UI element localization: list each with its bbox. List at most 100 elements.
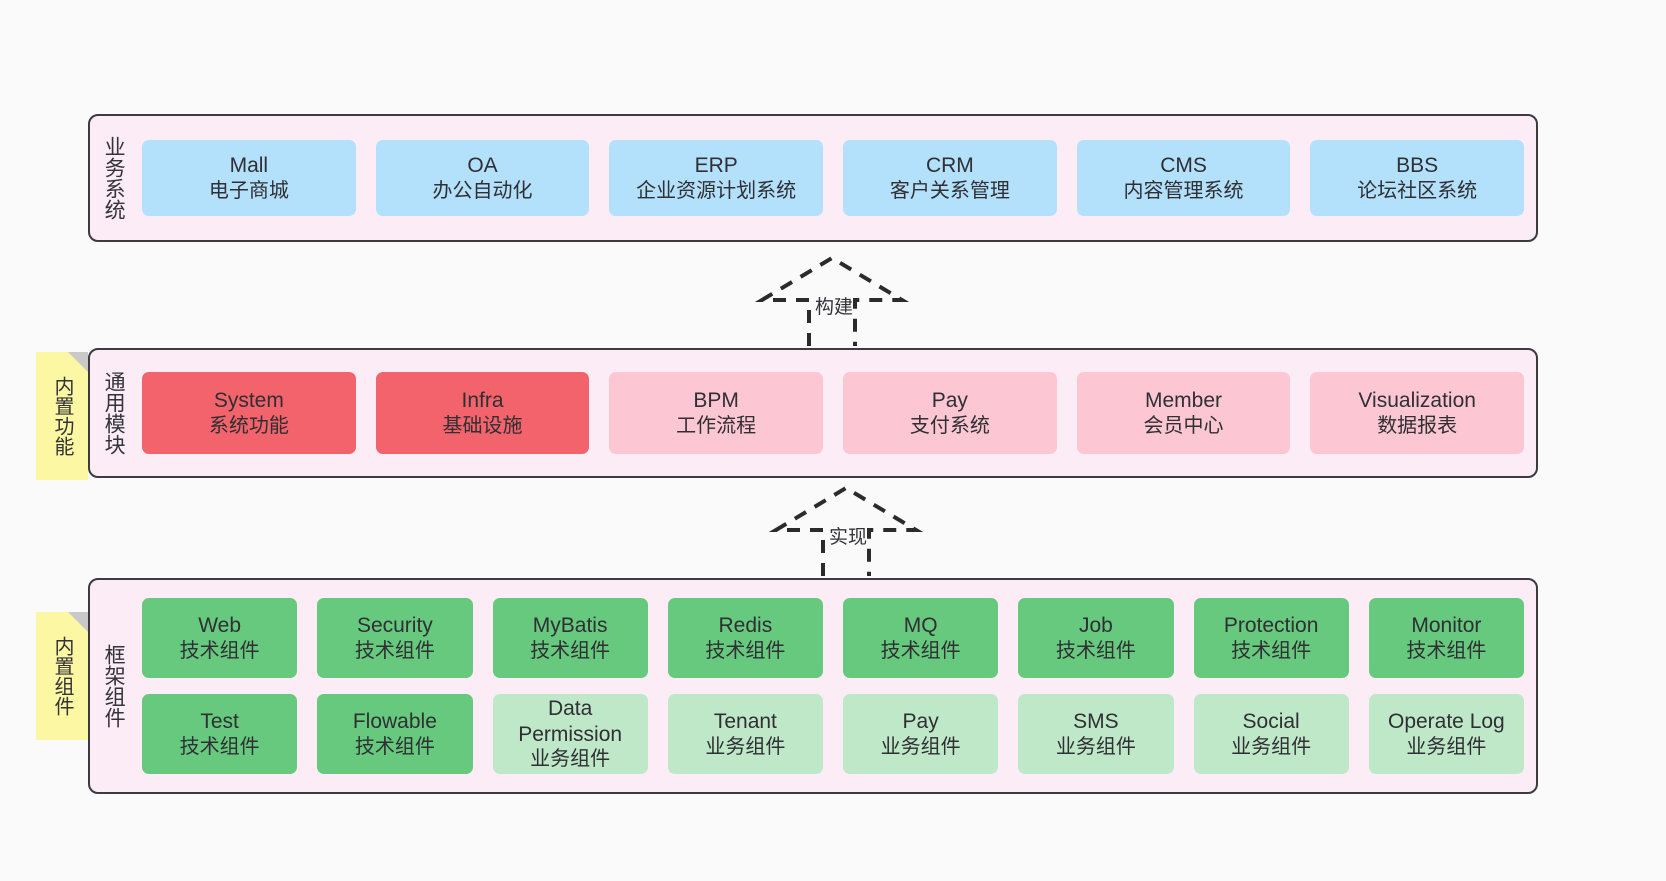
card-title-cn: 业务组件 xyxy=(530,748,611,771)
card-title-en: System xyxy=(213,389,284,412)
card-title-en: Monitor xyxy=(1411,614,1482,637)
card-title-cn: 业务组件 xyxy=(1231,735,1312,758)
card-title-en: Operate Log xyxy=(1387,710,1505,733)
card-title-en: Web xyxy=(198,614,242,637)
card-sms[interactable]: SMS 业务组件 xyxy=(1018,694,1174,774)
card-protection[interactable]: Protection 技术组件 xyxy=(1193,598,1349,678)
card-title-en: MQ xyxy=(903,614,938,637)
card-flowable[interactable]: Flowable 技术组件 xyxy=(317,694,473,774)
layer-framework-components: 框架组件 Web 技术组件 Security 技术组件 MyBatis 技术组件… xyxy=(88,578,1538,794)
card-pay-module[interactable]: Pay 支付系统 xyxy=(843,372,1057,454)
card-title-cn: 数据报表 xyxy=(1377,414,1458,437)
layer-body-framework-components: Web 技术组件 Security 技术组件 MyBatis 技术组件 Redi… xyxy=(136,580,1536,792)
sticky-fold-corner-icon xyxy=(68,352,88,372)
card-title-cn: 技术组件 xyxy=(354,735,435,758)
sticky-note-builtin-components: 内置组件 xyxy=(36,612,88,740)
card-title-en: ERP xyxy=(694,154,738,177)
card-mall[interactable]: Mall 电子商城 xyxy=(142,140,356,216)
card-title-en: Flowable xyxy=(352,710,437,733)
layer-body-common-modules: System 系统功能 Infra 基础设施 BPM 工作流程 Pay 支付系统… xyxy=(136,350,1536,476)
card-crm[interactable]: CRM 客户关系管理 xyxy=(843,140,1057,216)
card-title-cn: 技术组件 xyxy=(179,735,260,758)
card-infra[interactable]: Infra 基础设施 xyxy=(375,372,590,454)
card-web[interactable]: Web 技术组件 xyxy=(142,598,298,678)
card-title-en: SMS xyxy=(1073,710,1119,733)
card-oa[interactable]: OA 办公自动化 xyxy=(375,140,590,216)
card-title-cn: 论坛社区系统 xyxy=(1357,179,1478,202)
framework-card-row-tech: Web 技术组件 Security 技术组件 MyBatis 技术组件 Redi… xyxy=(142,598,1524,678)
connector-build: 构建 xyxy=(752,254,912,346)
card-title-en: Infra xyxy=(461,389,504,412)
card-title-cn: 工作流程 xyxy=(676,414,757,437)
card-title-cn: 技术组件 xyxy=(880,639,961,662)
card-bbs[interactable]: BBS 论坛社区系统 xyxy=(1310,140,1525,216)
card-data-permission[interactable]: Data Permission 业务组件 xyxy=(492,694,648,774)
card-title-en: Protection xyxy=(1223,614,1319,637)
card-operate-log[interactable]: Operate Log 业务组件 xyxy=(1368,694,1524,774)
card-title-cn: 业务组件 xyxy=(1406,735,1487,758)
card-mybatis[interactable]: MyBatis 技术组件 xyxy=(492,598,648,678)
card-mq[interactable]: MQ 技术组件 xyxy=(843,598,999,678)
card-title-cn: 会员中心 xyxy=(1143,414,1224,437)
card-security[interactable]: Security 技术组件 xyxy=(317,598,473,678)
card-bpm[interactable]: BPM 工作流程 xyxy=(609,372,824,454)
card-redis[interactable]: Redis 技术组件 xyxy=(667,598,823,678)
card-title-en: Visualization xyxy=(1358,389,1476,412)
connector-implement: 实现 xyxy=(766,484,926,576)
card-visualization[interactable]: Visualization 数据报表 xyxy=(1310,372,1525,454)
card-erp[interactable]: ERP 企业资源计划系统 xyxy=(609,140,824,216)
sticky-note-label: 内置组件 xyxy=(51,636,73,716)
framework-card-row-business: Test 技术组件 Flowable 技术组件 Data Permission … xyxy=(142,694,1524,774)
sticky-note-label: 内置功能 xyxy=(51,376,73,456)
card-title-en: Test xyxy=(200,710,239,733)
card-cms[interactable]: CMS 内容管理系统 xyxy=(1076,140,1291,216)
card-title-en: CMS xyxy=(1160,154,1207,177)
card-title-cn: 基础设施 xyxy=(442,414,523,437)
card-tenant[interactable]: Tenant 业务组件 xyxy=(667,694,823,774)
card-title-cn: 客户关系管理 xyxy=(889,179,1010,202)
card-title-en: Security xyxy=(356,614,433,637)
card-title-en: OA xyxy=(467,154,498,177)
card-system[interactable]: System 系统功能 xyxy=(142,372,356,454)
layer-body-business-system: Mall 电子商城 OA 办公自动化 ERP 企业资源计划系统 CRM 客户关系… xyxy=(136,116,1536,240)
card-title-cn: 支付系统 xyxy=(909,414,990,437)
card-test[interactable]: Test 技术组件 xyxy=(142,694,298,774)
card-title-en: Tenant xyxy=(713,710,777,733)
card-title-en: Member xyxy=(1145,389,1223,412)
card-title-cn: 电子商城 xyxy=(208,179,289,202)
connector-label-implement: 实现 xyxy=(829,527,868,548)
card-member[interactable]: Member 会员中心 xyxy=(1076,372,1291,454)
dashed-hollow-arrow-up-icon xyxy=(754,255,910,346)
card-social[interactable]: Social 业务组件 xyxy=(1193,694,1349,774)
card-title-cn: 业务组件 xyxy=(880,735,961,758)
card-title-en: BPM xyxy=(693,389,739,412)
card-title-cn: 业务组件 xyxy=(1055,735,1136,758)
layer-business-system: 业务系统 Mall 电子商城 OA 办公自动化 ERP 企业资源计划系统 CRM… xyxy=(88,114,1538,242)
card-title-en: Redis xyxy=(718,614,773,637)
card-title-cn: 技术组件 xyxy=(354,639,435,662)
layer-title-business-system: 业务系统 xyxy=(102,136,126,220)
card-title-cn: 内容管理系统 xyxy=(1123,179,1244,202)
card-title-cn: 技术组件 xyxy=(1231,639,1312,662)
card-monitor[interactable]: Monitor 技术组件 xyxy=(1368,598,1524,678)
card-title-en: Pay xyxy=(902,710,939,733)
card-title-en: Social xyxy=(1242,710,1300,733)
dashed-hollow-arrow-up-icon xyxy=(768,485,924,576)
card-title-cn: 技术组件 xyxy=(705,639,786,662)
card-title-cn: 办公自动化 xyxy=(432,179,533,202)
card-job[interactable]: Job 技术组件 xyxy=(1018,598,1174,678)
layer-title-common-modules: 通用模块 xyxy=(102,371,126,455)
module-card-row: System 系统功能 Infra 基础设施 BPM 工作流程 Pay 支付系统… xyxy=(142,372,1525,454)
card-pay-component[interactable]: Pay 业务组件 xyxy=(843,694,999,774)
card-title-en: Mall xyxy=(229,154,269,177)
card-title-en: Job xyxy=(1078,614,1113,637)
sticky-fold-corner-icon xyxy=(68,612,88,632)
card-title-en: CRM xyxy=(925,154,974,177)
card-title-en: Pay xyxy=(931,389,968,412)
card-title-cn: 技术组件 xyxy=(1406,639,1487,662)
card-title-cn: 技术组件 xyxy=(530,639,611,662)
card-title-en: BBS xyxy=(1396,154,1439,177)
card-title-cn: 系统功能 xyxy=(208,414,289,437)
card-title-cn: 技术组件 xyxy=(179,639,260,662)
